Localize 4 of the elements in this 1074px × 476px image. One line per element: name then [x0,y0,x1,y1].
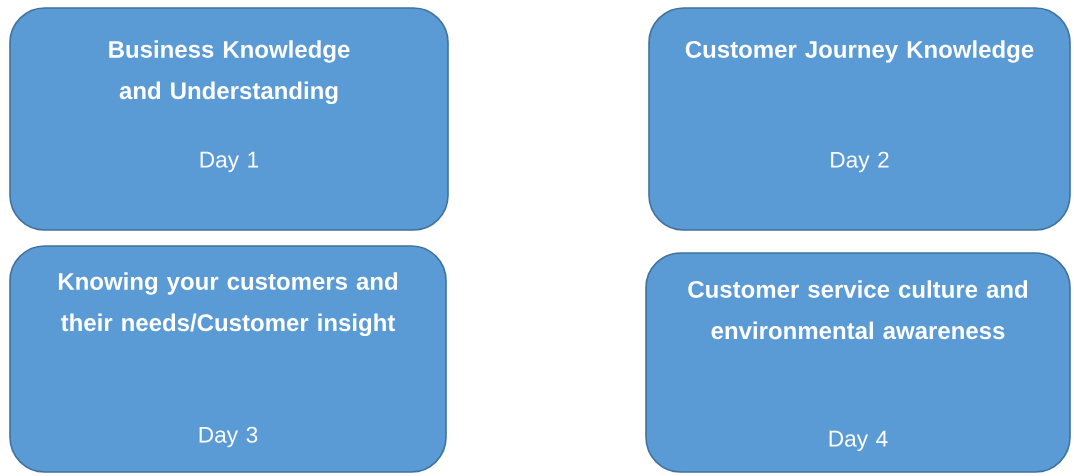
process-box: Business Knowledge and Understanding Day 1 [9,7,449,231]
process-box: Customer service culture and environmental awareness Day 4 [645,252,1071,473]
process-box: Knowing your customers and their needs/Customer insight Day 3 [9,245,447,473]
process-box: Customer Journey Knowledge Day 2 [648,7,1071,231]
